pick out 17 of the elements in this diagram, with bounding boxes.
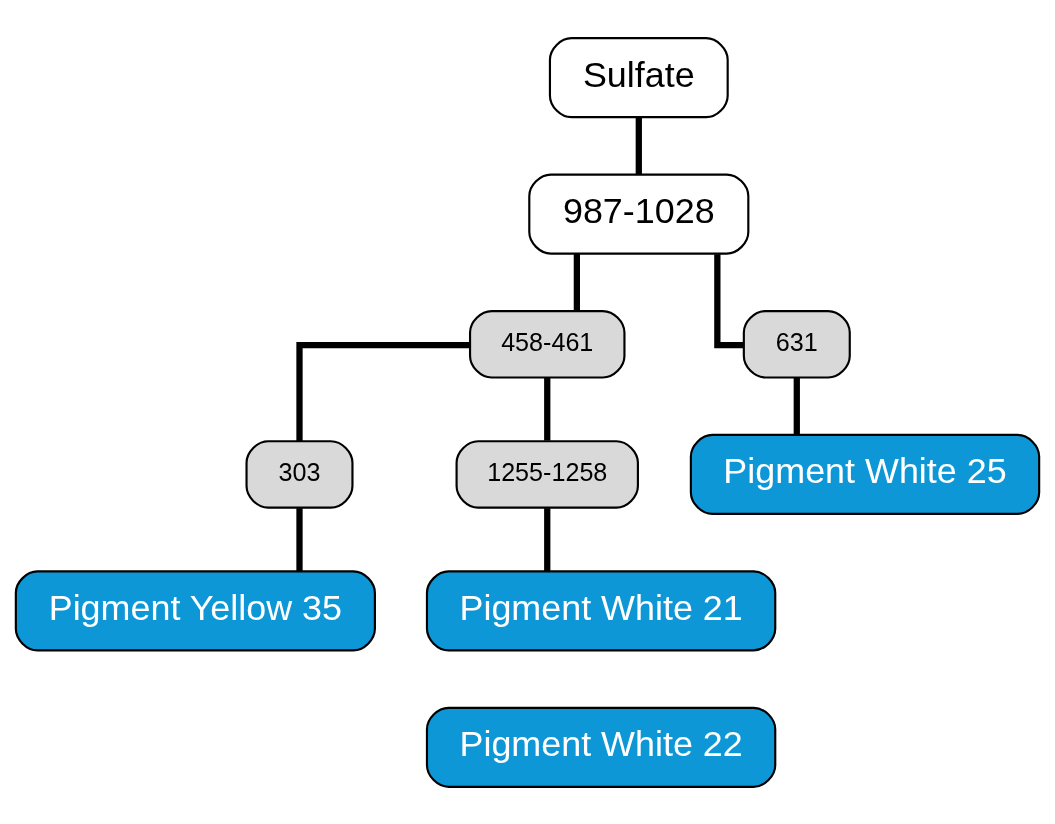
node-box: Sulfate (548, 36, 729, 118)
node-box: Pigment White 22 (425, 706, 777, 788)
connector (296, 507, 303, 571)
connector (793, 377, 800, 435)
node-box: 1255-1258 (455, 439, 639, 509)
node-box: Pigment Yellow 35 (14, 569, 376, 651)
node-box: 631 (742, 309, 851, 379)
node-box: 458-461 (468, 309, 626, 379)
connector (635, 117, 642, 174)
node-box: Pigment White 25 (689, 433, 1041, 515)
node-box: 987-1028 (528, 173, 750, 255)
connector (544, 507, 551, 571)
node-box: Pigment White 21 (425, 569, 777, 651)
connector (296, 341, 470, 441)
connector (544, 377, 551, 441)
connector (573, 253, 580, 311)
node-box: 303 (245, 439, 354, 509)
